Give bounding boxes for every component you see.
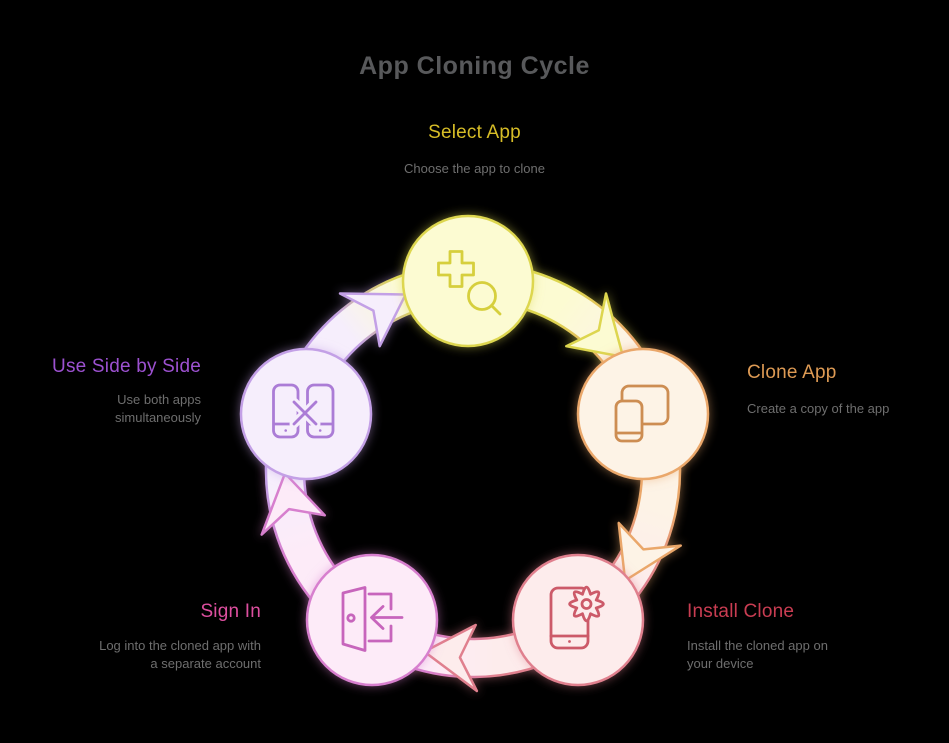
clone-app-description: Create a copy of the app: [747, 401, 890, 416]
door-login-icon: [341, 586, 404, 652]
install-clone-label: Install Clone: [687, 601, 795, 622]
arrow-head: [260, 472, 327, 536]
phone-gear-icon: [549, 585, 605, 650]
install-clone-description: Install the cloned app on your device: [687, 638, 828, 671]
sign-in-node: [305, 553, 439, 687]
arrow-head: [423, 623, 479, 693]
install-clone-node: [511, 553, 645, 687]
select-app-label: Select App: [428, 122, 521, 143]
plus-search-icon: [437, 250, 502, 316]
sign-in-label: Sign In: [200, 601, 261, 622]
use-side-by-side-description: Use both apps simultaneously: [115, 392, 201, 425]
page-title: App Cloning Cycle: [359, 52, 590, 80]
arrow-head: [617, 521, 682, 582]
arrow-head: [338, 292, 407, 348]
sign-in-description: Log into the cloned app with a separate …: [99, 638, 261, 671]
use-side-by-side-label: Use Side by Side: [52, 356, 201, 377]
select-app-node: [401, 214, 535, 348]
arrow-select-to-clone: [512, 267, 646, 377]
clone-devices-icon: [614, 384, 670, 443]
select-app-description: Choose the app to clone: [404, 161, 545, 176]
two-phones-x-icon: [272, 383, 335, 439]
clone-app-label: Clone App: [747, 362, 837, 383]
arrow-head: [565, 292, 625, 359]
